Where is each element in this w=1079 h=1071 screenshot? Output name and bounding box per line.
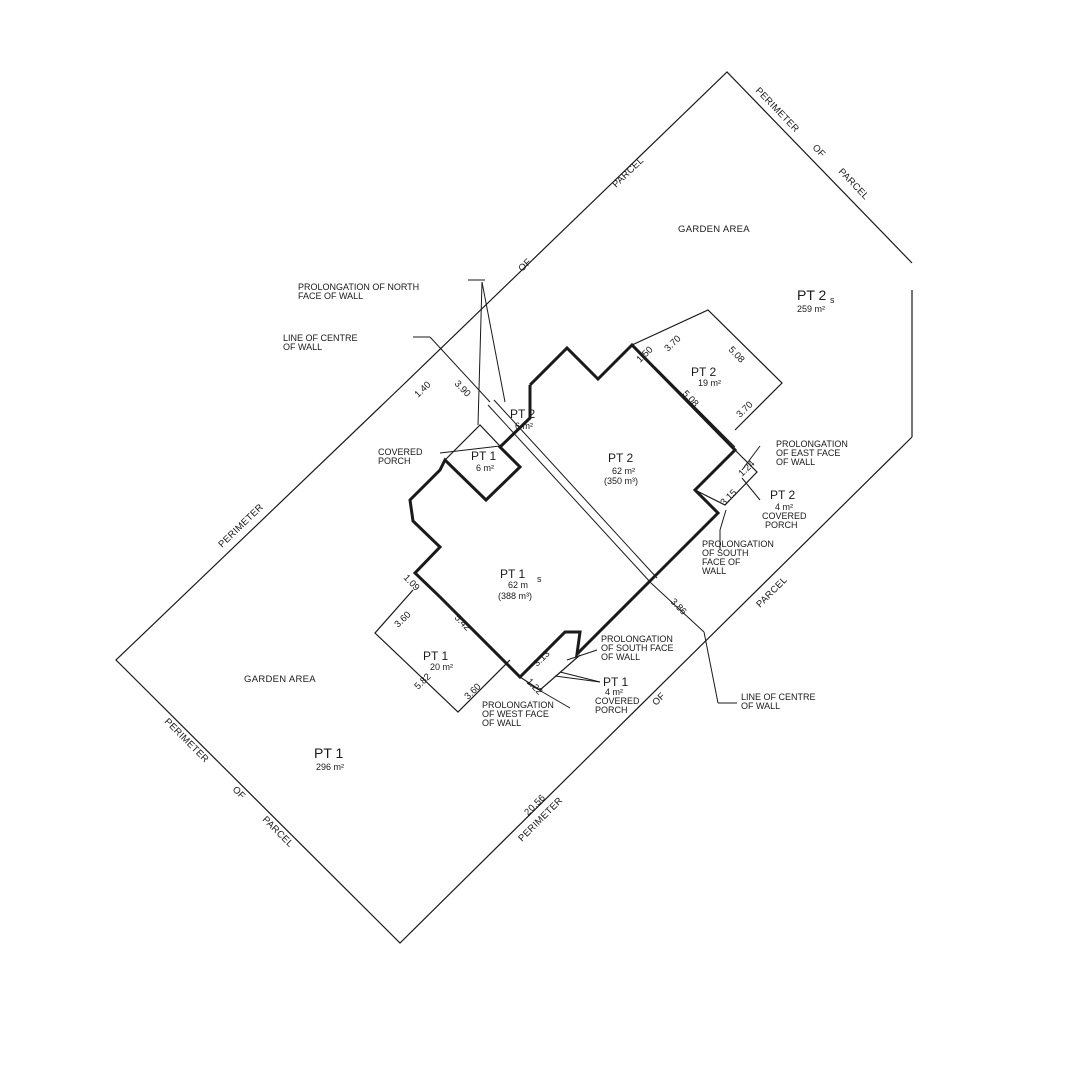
pt2-small-name: PT 2	[510, 407, 535, 421]
pt2-porch-line1: COVERED	[762, 511, 807, 521]
dim-313: 3.13	[531, 648, 552, 669]
pt2-garden-name: PT 2	[797, 287, 827, 303]
pt2-patio-outline	[631, 309, 783, 431]
dim-390: 3.90	[452, 378, 473, 399]
callout-south-face-bottom-2: OF SOUTH FACE	[601, 643, 674, 653]
callout-centre-top-1: LINE OF CENTRE	[283, 333, 358, 343]
callout-north-face-1: PROLONGATION OF NORTH	[298, 282, 419, 292]
perimeter-bottom-left-of: OF	[230, 784, 248, 802]
pt1-porch-name: PT 1	[603, 675, 628, 689]
pt1-main-area: 62 m	[508, 580, 528, 590]
callout-west-face-2: OF WEST FACE	[482, 709, 549, 719]
dim-150: 1.50	[634, 344, 655, 365]
pt2-main-area: 62 m²	[612, 466, 635, 476]
dim-124: 1.24	[736, 458, 757, 479]
pt1-porch-line1: COVERED	[595, 696, 640, 706]
pt1-patio-inner	[439, 596, 521, 678]
perimeter-top-right-of: OF	[810, 142, 827, 160]
parcel-perimeter	[115, 71, 913, 944]
dim-542: 5.42	[452, 612, 473, 633]
garden-area-top: GARDEN AREA	[678, 224, 750, 235]
wall-centre-line-b	[493, 399, 658, 579]
perimeter-left: PERIMETER	[216, 502, 265, 550]
pt1-garden-name: PT 1	[314, 745, 344, 761]
dim-315a: 3.15	[718, 487, 739, 508]
garden-area-bottom: GARDEN AREA	[244, 674, 316, 685]
callout-south-face-right-2: OF SOUTH	[702, 548, 749, 558]
callout-centre-top-2: OF WALL	[283, 342, 322, 352]
perimeter-bottom-left-parcel: PARCEL	[260, 814, 295, 849]
pt1-main-sup: s	[537, 574, 542, 584]
dim-140: 1.40	[412, 379, 433, 400]
callout-covered-porch-2: PORCH	[378, 456, 411, 466]
callout-west-face-3: OF WALL	[482, 718, 521, 728]
pt2-porch-area: 4 m²	[775, 502, 793, 512]
pt2-patio-inner	[654, 366, 736, 448]
perimeter-top-left-of: OF	[516, 257, 534, 274]
dim-582: 5.82	[412, 671, 433, 692]
callout-centre-bottom-1: LINE OF CENTRE	[741, 692, 816, 702]
pt2-small-area: 6 m²	[515, 421, 533, 431]
wall-centre-line	[487, 404, 652, 584]
perimeter-top-left-parcel: PARCEL	[610, 155, 646, 190]
callout-centre-bottom-2: OF WALL	[741, 701, 780, 711]
pt2-porch-name: PT 2	[770, 488, 795, 502]
pt2-patio-name: PT 2	[691, 365, 716, 379]
perimeter-bottom-right-parcel: PARCEL	[754, 575, 789, 610]
pt2-main-volume: (350 m³)	[604, 476, 638, 486]
pt1-patio-area: 20 m²	[430, 662, 453, 672]
dim-370a: 3.70	[662, 333, 683, 354]
pt1-patio-outline	[374, 589, 511, 713]
dim-508b: 5.08	[680, 388, 701, 409]
pt2-porch-outline	[694, 449, 758, 506]
callout-south-face-right-4: WALL	[702, 566, 726, 576]
pt2-porch-line2: PORCH	[765, 520, 798, 530]
pt1-patio-name: PT 1	[423, 649, 448, 663]
upper-porch-outline	[444, 424, 521, 468]
pt1-small-name: PT 1	[471, 449, 496, 463]
dim-360b: 3.60	[462, 681, 483, 702]
pt2-patio-area: 19 m²	[698, 378, 721, 388]
callout-east-face-2: OF EAST FACE	[776, 448, 840, 458]
dim-508a: 5.08	[726, 344, 747, 365]
callout-south-face-bottom-1: PROLONGATION	[601, 634, 673, 644]
perimeter-top-right-perimeter: PERIMETER	[753, 85, 801, 134]
callout-north-face-2: FACE OF WALL	[298, 291, 363, 301]
callout-south-face-bottom-3: OF WALL	[601, 652, 640, 662]
perimeter-bottom-left-perimeter: PERIMETER	[162, 716, 211, 765]
callout-covered-porch-1: COVERED	[378, 447, 423, 457]
pt1-small-area: 6 m²	[476, 463, 494, 473]
pt1-porch-line2: PORCH	[595, 705, 628, 715]
pt2-garden-area: 259 m²	[797, 304, 825, 314]
pt2-main-name: PT 2	[608, 451, 633, 465]
dim-360a: 3.60	[392, 609, 413, 630]
wall-centre-extension	[650, 582, 705, 633]
callout-south-face-right-1: PROLONGATION	[702, 539, 774, 549]
pt1-main-name: PT 1	[500, 567, 525, 581]
pt1-main-volume: (388 m³)	[498, 591, 532, 601]
callout-east-face-1: PROLONGATION	[776, 439, 848, 449]
callout-west-face-1: PROLONGATION	[482, 700, 554, 710]
pt1-garden-area: 296 m²	[316, 762, 344, 772]
perimeter-top-right-parcel: PARCEL	[836, 166, 871, 202]
dim-370b: 3.70	[734, 399, 755, 420]
leader-lines	[413, 279, 761, 709]
callout-east-face-3: OF WALL	[776, 457, 815, 467]
pt1-porch-area: 4 m²	[605, 687, 623, 697]
pt2-garden-sup: s	[830, 295, 835, 305]
dim-122: 1.22	[524, 676, 545, 697]
callout-south-face-right-3: FACE OF	[702, 557, 741, 567]
